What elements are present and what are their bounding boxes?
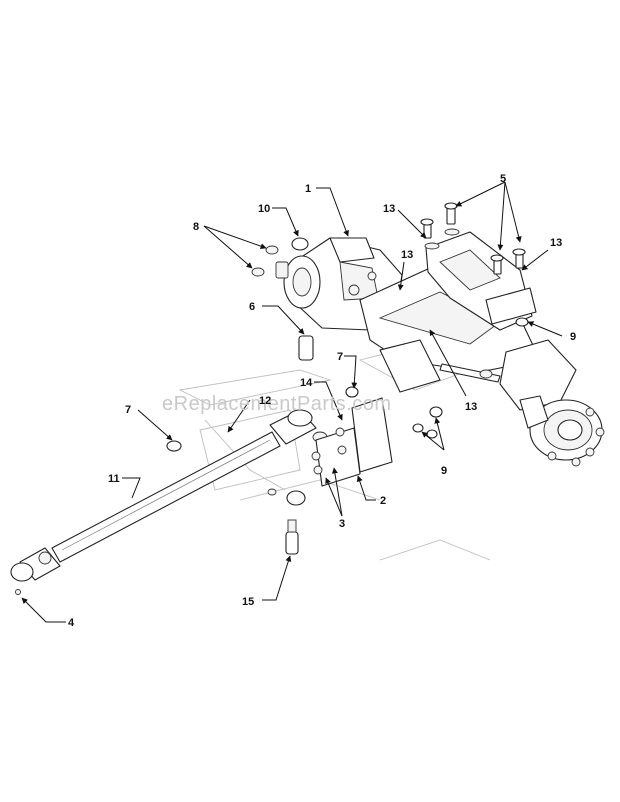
callout-13-top-right: 13 [550,237,562,249]
callout-9-upper: 9 [570,331,576,343]
wheel-hub [499,339,605,467]
callout-5: 5 [500,173,506,185]
watermark: eReplacementParts.com [162,393,391,415]
callout-12: 12 [259,395,271,407]
callout-7-right: 7 [337,351,343,363]
callout-11: 11 [108,473,120,485]
axle-beam [359,267,541,393]
tie-rod [439,363,501,383]
callouts: 1 2 3 4 5 6 7 7 8 9 9 10 11 12 13 13 13 … [68,173,576,629]
callout-8: 8 [193,221,199,233]
upper-mount-plate [425,231,537,331]
callout-2: 2 [380,495,386,507]
callout-14: 14 [300,377,313,389]
callout-6: 6 [249,301,255,313]
nuts-washers [251,237,529,439]
callout-15: 15 [242,596,254,608]
callout-13-center: 13 [401,249,413,261]
grease-fitting [285,519,299,555]
callout-10: 10 [258,203,270,215]
callout-4: 4 [68,617,75,629]
rear-u-joint [10,547,61,595]
callout-9-lower: 9 [441,465,447,477]
callout-1: 1 [305,183,311,195]
callout-7-left: 7 [125,404,131,416]
drive-shaft [51,431,281,563]
shaft-clamp [267,488,306,506]
leader-lines [21,181,563,623]
callout-3: 3 [339,518,345,530]
mounting-bracket [311,397,393,487]
mounting-bolts [420,202,526,275]
callout-13-top-left: 13 [383,203,395,215]
callout-13-lower: 13 [465,401,477,413]
